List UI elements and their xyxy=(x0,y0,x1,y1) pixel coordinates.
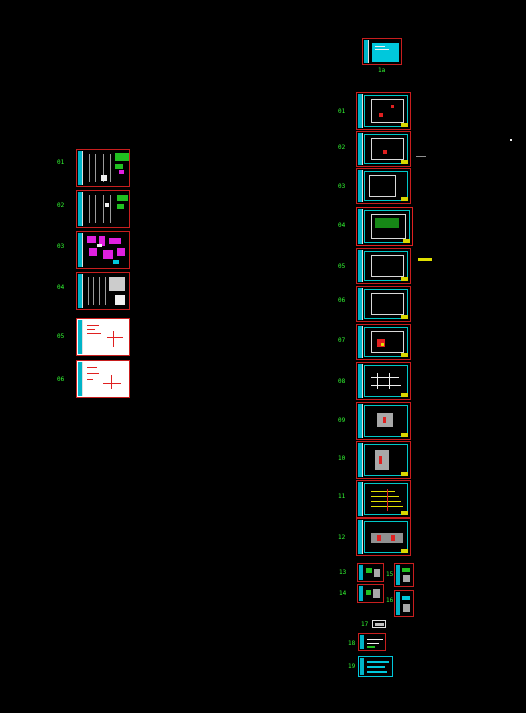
small-sheet-15[interactable] xyxy=(394,563,414,587)
right-sheet-10[interactable] xyxy=(356,441,411,479)
small-sheet-14[interactable] xyxy=(357,584,384,603)
right-sheet-label-10: 10 xyxy=(338,455,346,462)
right-sheet-label-04: 04 xyxy=(338,222,346,229)
right-sheet-02[interactable] xyxy=(356,131,411,167)
left-sheet-06[interactable] xyxy=(76,360,130,398)
right-sheet-09[interactable] xyxy=(356,402,411,440)
right-sheet-label-12: 12 xyxy=(338,534,346,541)
left-sheet-label-06: 06 xyxy=(57,376,65,383)
right-sheet-12[interactable] xyxy=(356,518,411,556)
right-sheet-label-01: 01 xyxy=(338,108,346,115)
right-sheet-label-02: 02 xyxy=(338,144,346,151)
right-sheet-label-05: 05 xyxy=(338,263,346,270)
left-sheet-02[interactable] xyxy=(76,190,130,228)
right-sheet-label-07: 07 xyxy=(338,337,346,344)
small-sheet-18[interactable] xyxy=(358,633,386,651)
left-sheet-03[interactable] xyxy=(76,231,130,269)
right-sheet-08[interactable] xyxy=(356,362,411,400)
left-sheet-01[interactable] xyxy=(76,149,130,187)
right-sheet-label-08: 08 xyxy=(338,378,346,385)
small-sheet-label-15: 15 xyxy=(386,571,394,578)
right-sheet-03[interactable] xyxy=(356,168,411,204)
right-sheet-label-03: 03 xyxy=(338,183,346,190)
cover-sheet-label: 1a xyxy=(378,67,386,74)
cover-sheet[interactable] xyxy=(362,38,402,65)
dimension-mark xyxy=(416,156,426,157)
small-sheet-label-13: 13 xyxy=(339,569,347,576)
small-sheet-17[interactable] xyxy=(372,620,386,628)
left-sheet-label-04: 04 xyxy=(57,284,65,291)
left-sheet-label-05: 05 xyxy=(57,333,65,340)
small-sheet-16[interactable] xyxy=(394,590,414,617)
right-sheet-label-06: 06 xyxy=(338,297,346,304)
left-sheet-label-03: 03 xyxy=(57,243,65,250)
right-sheet-07[interactable] xyxy=(356,324,411,360)
small-sheet-label-18: 18 xyxy=(348,640,356,647)
right-sheet-label-09: 09 xyxy=(338,417,346,424)
small-sheet-label-19: 19 xyxy=(348,663,356,670)
small-sheet-label-16: 16 xyxy=(386,597,394,604)
small-sheet-label-17: 17 xyxy=(361,621,369,628)
highlight-marker xyxy=(418,258,432,261)
right-sheet-05[interactable] xyxy=(356,248,411,284)
small-sheet-13[interactable] xyxy=(357,563,384,582)
right-sheet-06[interactable] xyxy=(356,286,411,322)
small-sheet-label-14: 14 xyxy=(339,590,347,597)
left-sheet-04[interactable] xyxy=(76,272,130,310)
small-sheet-19[interactable] xyxy=(358,656,393,677)
point-marker xyxy=(510,139,512,141)
right-sheet-11[interactable] xyxy=(356,480,411,518)
left-sheet-label-02: 02 xyxy=(57,202,65,209)
left-sheet-label-01: 01 xyxy=(57,159,65,166)
left-sheet-05[interactable] xyxy=(76,318,130,356)
right-sheet-label-11: 11 xyxy=(338,493,346,500)
right-sheet-04[interactable] xyxy=(356,207,413,246)
right-sheet-01[interactable] xyxy=(356,92,411,130)
